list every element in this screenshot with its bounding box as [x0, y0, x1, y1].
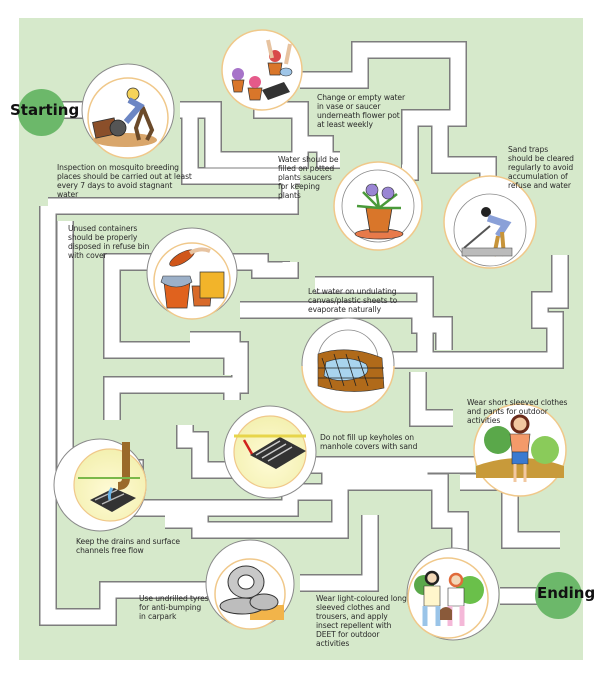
step-circle-short-sleeves: [473, 403, 567, 497]
manhole-cover-icon: [234, 434, 306, 469]
start-marker: [18, 89, 65, 136]
canvas-sheet-icon: [317, 349, 385, 392]
step-circle-canvas: [301, 317, 395, 413]
drain-pipe-icon: [78, 442, 140, 512]
caption-canvas: Let water on undulating canvas/plastic s…: [308, 287, 398, 314]
step-circle-inspection: [81, 63, 175, 159]
step-circle-sand-traps: [443, 175, 537, 269]
step-circle-tyres: [205, 539, 295, 630]
step-circle-plant-saucer: [333, 161, 423, 251]
end-label: Ending: [537, 584, 596, 602]
caption-containers: Unused containers should be properly dis…: [68, 224, 150, 260]
step-circle-manhole: [223, 405, 317, 499]
step-circle-containers: [146, 227, 238, 320]
man-clearing-sand-trap-icon: [461, 207, 513, 257]
start-label: Starting: [10, 101, 80, 119]
potted-plant-icon: [354, 183, 404, 240]
step-circle-drains: [53, 438, 147, 532]
flower-pots-icon: [231, 39, 293, 101]
step-circle-flower-pot: [221, 29, 303, 111]
woman-short-sleeves-icon: [476, 414, 564, 482]
tyres-icon: [219, 565, 284, 620]
step-circle-long-sleeves: [406, 547, 500, 641]
caption-inspection: Inspection on mosquito breeding places s…: [57, 163, 192, 199]
caption-short-sleeves: Wear short sleeved clothes and pants for…: [467, 398, 568, 425]
caption-manhole: Do not fill up keyholes on manhole cover…: [320, 433, 418, 451]
couple-long-sleeves-icon: [414, 570, 484, 626]
caption-flower-pot: Change or empty water in vase or saucer …: [317, 93, 405, 129]
caption-long-sleeves: Wear light-coloured long sleeved clothes…: [316, 594, 407, 648]
caption-drains: Keep the drains and surface channels fre…: [76, 537, 181, 555]
caption-tyres: Use undrilled tyres for anti-bumping in …: [139, 594, 209, 621]
worker-inspecting-icon: [92, 87, 157, 147]
end-marker: [535, 572, 582, 619]
refuse-bins-icon: [160, 247, 225, 309]
caption-plant-saucer: Water should be filled on potted plants …: [278, 155, 339, 200]
caption-sand-traps: Sand traps should be cleared regularly t…: [508, 145, 574, 190]
